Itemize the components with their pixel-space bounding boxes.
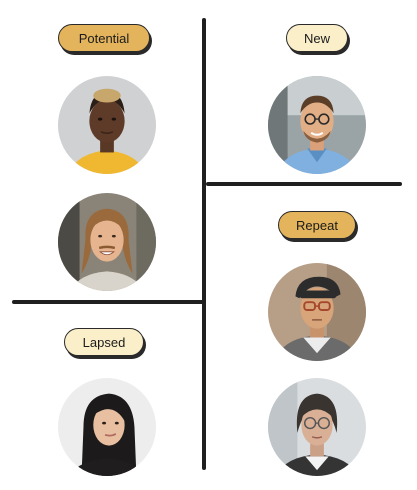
segment-label-new: New (286, 24, 348, 52)
segment-label-repeat: Repeat (278, 211, 356, 239)
vertical-divider (202, 18, 206, 470)
segment-label-lapsed: Lapsed (64, 328, 144, 356)
segment-label-potential: Potential (58, 24, 150, 52)
portrait-man-long-hair (58, 193, 156, 291)
portrait-woman-yellow-top (58, 76, 156, 174)
right-horizontal-divider (206, 182, 402, 186)
portrait-older-woman-glasses (268, 378, 366, 476)
portrait-man-hat-glasses (268, 263, 366, 361)
portrait-man-glasses-blue-shirt (268, 76, 366, 174)
left-horizontal-divider (12, 300, 206, 304)
portrait-woman-long-black-hair (58, 378, 156, 476)
